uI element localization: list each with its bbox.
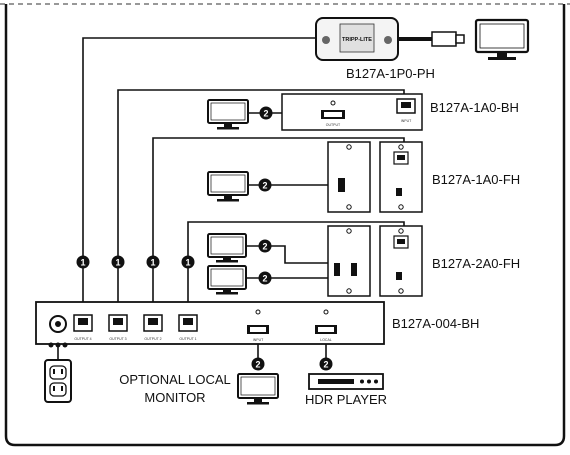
- fh-front-screw-top: [346, 144, 352, 150]
- cable-output2: [152, 137, 405, 315]
- main-rj45-output3: [108, 314, 128, 332]
- svg-text:2: 2: [255, 360, 260, 370]
- power-outlet-icon: [44, 359, 72, 403]
- main-rj45-output4: [73, 314, 93, 332]
- svg-text:2: 2: [263, 109, 268, 119]
- fh2-hdmi-port-1: [334, 263, 340, 276]
- bh-monitor-icon: [207, 99, 249, 130]
- main-port-output1: OUTPUT 1: [179, 337, 196, 341]
- fh2-back-screw-bottom: [398, 288, 404, 294]
- bh-input-label: INPUT: [401, 119, 412, 123]
- fh2-back-screw-top: [398, 228, 404, 234]
- main-power-connector-inner: [55, 321, 61, 327]
- fh2-monitor-bottom-icon: [207, 265, 247, 295]
- bh-label: B127A-1A0-BH: [430, 100, 519, 115]
- main-port-output3: OUTPUT 3: [109, 337, 126, 341]
- fh-back-screw-bottom: [398, 204, 404, 210]
- fh-rj45-inner: [397, 155, 405, 160]
- main-port-output2: OUTPUT 2: [144, 337, 161, 341]
- fh-front-plate: [327, 141, 371, 213]
- device-p1: TRIPP-LITE B127A-1P0-PH: [315, 17, 465, 81]
- badge-fh2-top: 2: [258, 239, 272, 253]
- svg-text:1: 1: [80, 258, 85, 268]
- badge-bh-monitor: 2: [259, 106, 273, 120]
- svg-text:2: 2: [262, 242, 267, 252]
- svg-text:2: 2: [262, 181, 267, 191]
- p1-logo: TRIPP-LITE: [342, 37, 372, 43]
- fh-monitor-icon: [207, 171, 249, 202]
- main-label: B127A-004-BH: [392, 316, 479, 331]
- device-bh: OUTPUT INPUT B127A-1A0-BH: [281, 93, 519, 131]
- hdr-player-icon: [308, 373, 384, 390]
- badge-hdr-player: 2: [319, 357, 333, 371]
- fh2-front-plate: [327, 225, 371, 297]
- badge-fh2-bottom: 2: [258, 271, 272, 285]
- bh-output-label: OUTPUT: [326, 123, 341, 127]
- bh-rj45-inner: [401, 102, 411, 108]
- fh-front-screw-bottom: [346, 204, 352, 210]
- svg-text:1: 1: [150, 258, 155, 268]
- bh-led: [330, 100, 336, 106]
- badge-fh-monitor: 2: [258, 178, 272, 192]
- fh2-back-connector: [396, 272, 402, 280]
- cable-output4: [82, 37, 318, 315]
- fh2-monitor-top-icon: [207, 233, 247, 263]
- main-body: [35, 301, 385, 345]
- fh-back-screw-top: [398, 144, 404, 150]
- fh-back-connector: [396, 188, 402, 196]
- main-input-hdmi-inner: [250, 327, 266, 332]
- main-port-output4: OUTPUT 4: [74, 337, 91, 341]
- main-input-led: [255, 309, 261, 315]
- badge-local-monitor: 2: [251, 357, 265, 371]
- fh-label: B127A-1A0-FH: [432, 172, 520, 187]
- p1-label: B127A-1P0-PH: [346, 66, 435, 81]
- svg-text:2: 2: [323, 360, 328, 370]
- main-port-input: INPUT: [253, 338, 264, 342]
- svg-text:1: 1: [115, 258, 120, 268]
- fh2-rj45-inner: [397, 239, 405, 244]
- p1-vent-left: [322, 36, 330, 44]
- device-fh2: B127A-2A0-FH: [327, 225, 520, 297]
- bh-hdmi-inner: [324, 112, 342, 117]
- fh-hdmi-port: [338, 178, 345, 192]
- svg-text:1: 1: [185, 258, 190, 268]
- badge-output4: 1: [76, 255, 90, 269]
- fh2-front-screw-top: [346, 228, 352, 234]
- optional-monitor-line1: OPTIONAL LOCAL: [119, 372, 231, 387]
- p1-hdmi-tip: [455, 34, 465, 44]
- badge-output1: 1: [181, 255, 195, 269]
- main-port-local: LOCAL: [320, 338, 332, 342]
- fh2-hdmi-port-2: [351, 263, 357, 276]
- badge-output3: 1: [111, 255, 125, 269]
- main-local-led: [323, 309, 329, 315]
- p1-vent-right: [384, 36, 392, 44]
- p1-label-plate: [339, 23, 375, 53]
- main-rj45-output2: [143, 314, 163, 332]
- fh2-front-screw-bottom: [346, 288, 352, 294]
- local-monitor-icon: [237, 373, 279, 405]
- frame-border: [4, 4, 566, 447]
- badge-output2: 1: [146, 255, 160, 269]
- fh2-label: B127A-2A0-FH: [432, 256, 520, 271]
- hdr-player-label: HDR PLAYER: [305, 392, 387, 407]
- optional-monitor-line2: MONITOR: [144, 390, 205, 405]
- power-indicator-dots: [48, 342, 68, 348]
- device-fh: B127A-1A0-FH: [327, 141, 520, 213]
- p1-monitor-icon: [474, 18, 530, 60]
- main-rj45-output1: [178, 314, 198, 332]
- device-main: OUTPUT 4 OUTPUT 3 OUTPUT 2 OUTPUT 1 INPU…: [35, 301, 479, 345]
- p1-hdmi-plug: [431, 31, 457, 47]
- main-local-hdmi-inner: [318, 327, 334, 332]
- svg-text:2: 2: [262, 274, 267, 284]
